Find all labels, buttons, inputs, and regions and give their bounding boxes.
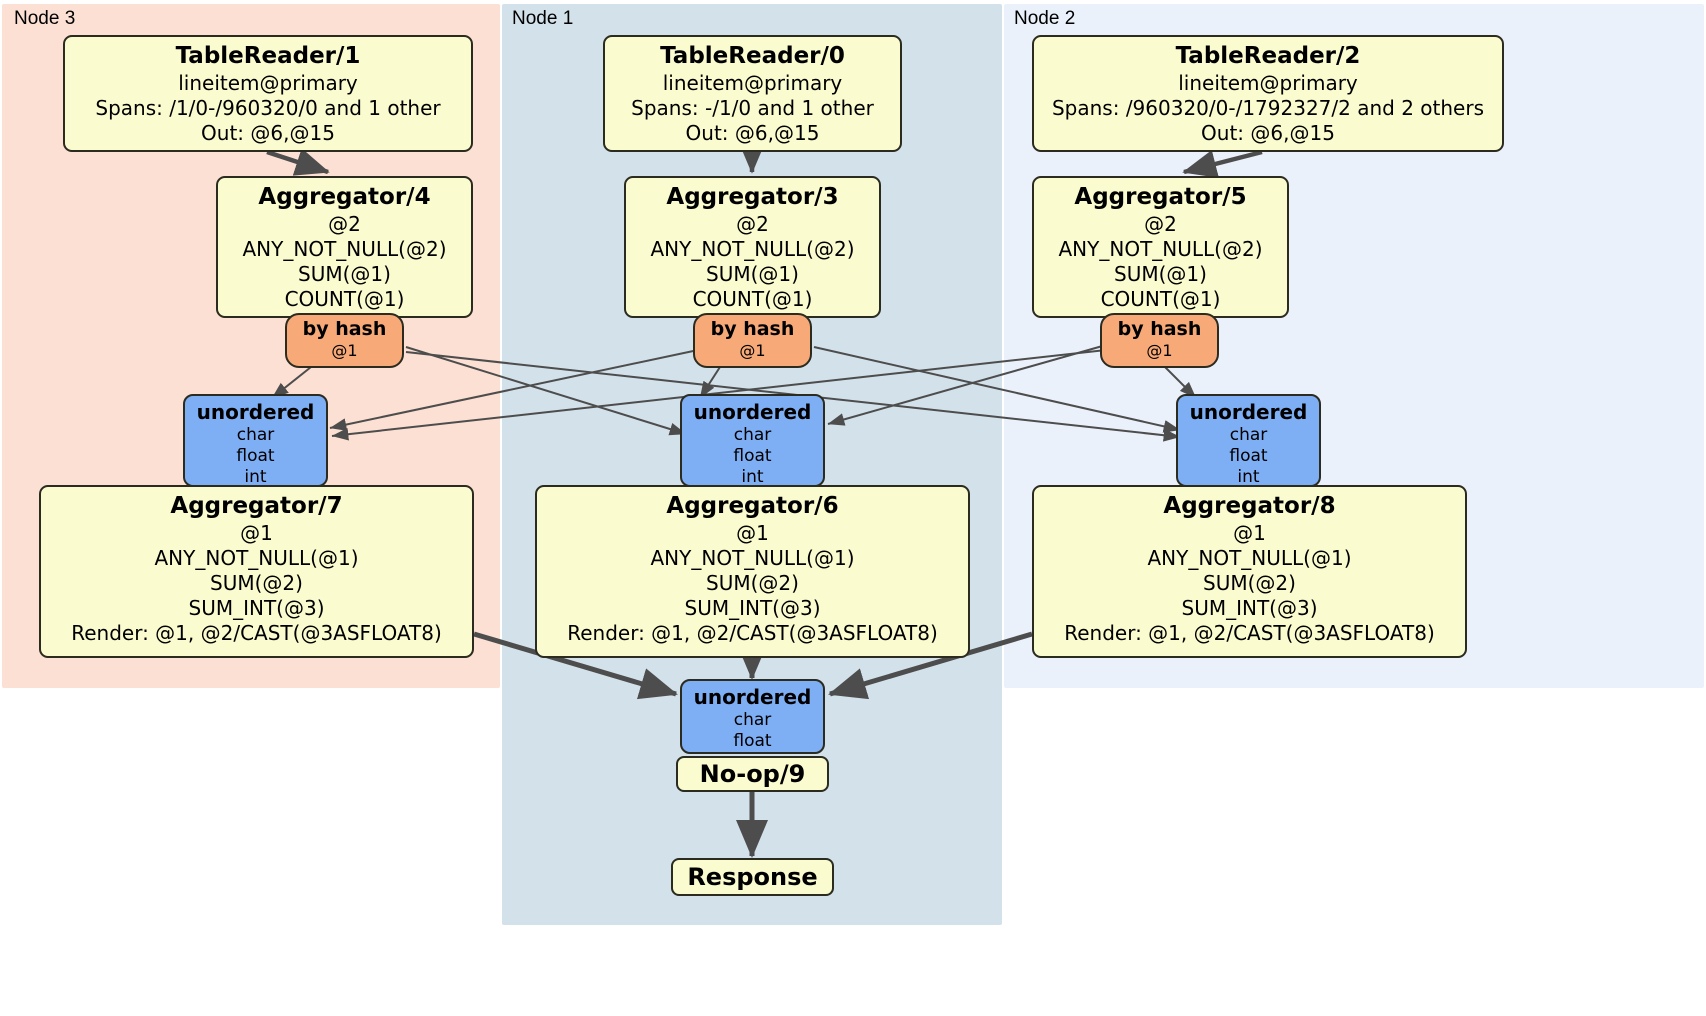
processor-detail-agg1: ANY_NOT_NULL(@1)	[1147, 546, 1352, 570]
processor-detail-groupcol: @2	[328, 212, 361, 236]
processor-detail-table: lineitem@primary	[1178, 71, 1358, 95]
processor-detail-agg2: SUM(@1)	[1114, 262, 1207, 286]
router-column: @1	[331, 341, 358, 360]
synchronizer-type-2: float	[733, 446, 772, 466]
router-column: @1	[739, 341, 766, 360]
processor-aggregator-7[interactable]: Aggregator/7 @1 ANY_NOT_NULL(@1) SUM(@2)…	[39, 485, 474, 658]
synchronizer-type-2: float	[236, 446, 275, 466]
synchronizer-type-1: char	[1229, 425, 1268, 445]
processor-detail-render: Render: @1, @2/CAST(@3ASFLOAT8)	[567, 621, 938, 645]
processor-aggregator-3[interactable]: Aggregator/3 @2 ANY_NOT_NULL(@2) SUM(@1)…	[624, 176, 881, 318]
processor-detail-agg2: SUM(@1)	[706, 262, 799, 286]
synchronizer-title: unordered	[693, 400, 812, 424]
synchronizer-type-3: int	[244, 467, 267, 487]
processor-detail-agg3: SUM_INT(@3)	[1181, 596, 1318, 620]
processor-aggregator-4[interactable]: Aggregator/4 @2 ANY_NOT_NULL(@2) SUM(@1)…	[216, 176, 473, 318]
processor-title: Aggregator/8	[1163, 493, 1336, 519]
processor-detail-spans: Spans: /960320/0-/1792327/2 and 2 others	[1051, 96, 1484, 120]
processor-detail-render: Render: @1, @2/CAST(@3ASFLOAT8)	[71, 621, 442, 645]
node-panel-label-node2: Node 2	[1014, 8, 1076, 29]
processor-response[interactable]: Response	[671, 858, 834, 896]
processor-detail-groupcol: @1	[240, 521, 273, 545]
processor-detail-out: Out: @6,@15	[1201, 121, 1335, 145]
synchronizer-type-1: char	[733, 425, 772, 445]
processor-detail-agg1: ANY_NOT_NULL(@2)	[242, 237, 447, 261]
processor-detail-table: lineitem@primary	[662, 71, 843, 95]
processor-detail-agg1: ANY_NOT_NULL(@2)	[1058, 237, 1263, 261]
processor-detail-agg2: SUM(@1)	[298, 262, 391, 286]
synchronizer-title: unordered	[693, 685, 812, 709]
synchronizer-title: unordered	[196, 400, 315, 424]
processor-detail-agg1: ANY_NOT_NULL(@2)	[650, 237, 855, 261]
synchronizer-type-1: char	[236, 425, 275, 445]
processor-detail-groupcol: @2	[736, 212, 769, 236]
processor-detail-agg3: COUNT(@1)	[1100, 287, 1221, 311]
router-title: by hash	[710, 318, 795, 340]
router-by-hash-node3[interactable]: by hash @1	[285, 313, 404, 368]
processor-aggregator-5[interactable]: Aggregator/5 @2 ANY_NOT_NULL(@2) SUM(@1)…	[1032, 176, 1289, 318]
processor-detail-groupcol: @1	[1233, 521, 1266, 545]
synchronizer-type-3: int	[741, 467, 764, 487]
processor-noop-9[interactable]: No-op/9	[676, 756, 829, 792]
router-title: by hash	[1117, 318, 1202, 340]
processor-title: Aggregator/4	[258, 184, 431, 210]
synchronizer-unordered-final[interactable]: unordered char float	[680, 679, 825, 754]
processor-detail-agg3: SUM_INT(@3)	[188, 596, 325, 620]
processor-detail-spans: Spans: -/1/0 and 1 other	[631, 96, 874, 120]
processor-detail-agg3: SUM_INT(@3)	[684, 596, 821, 620]
processor-detail-out: Out: @6,@15	[201, 121, 335, 145]
processor-detail-groupcol: @2	[1144, 212, 1177, 236]
processor-title: TableReader/2	[1175, 43, 1361, 69]
synchronizer-unordered-node3[interactable]: unordered char float int	[183, 394, 328, 487]
synchronizer-unordered-node1[interactable]: unordered char float int	[680, 394, 825, 487]
processor-title: TableReader/0	[660, 43, 845, 69]
synchronizer-unordered-node2[interactable]: unordered char float int	[1176, 394, 1321, 487]
processor-tablereader-1[interactable]: TableReader/1 lineitem@primary Spans: /1…	[63, 35, 473, 152]
router-title: by hash	[302, 318, 387, 340]
router-by-hash-node2[interactable]: by hash @1	[1100, 313, 1219, 368]
router-by-hash-node1[interactable]: by hash @1	[693, 313, 812, 368]
processor-title: Response	[687, 863, 818, 891]
processor-title: Aggregator/5	[1074, 184, 1247, 210]
processor-title: No-op/9	[699, 760, 806, 788]
processor-detail-agg1: ANY_NOT_NULL(@1)	[650, 546, 855, 570]
processor-detail-agg1: ANY_NOT_NULL(@1)	[154, 546, 359, 570]
synchronizer-type-1: char	[733, 710, 772, 730]
synchronizer-type-3: int	[1237, 467, 1260, 487]
processor-detail-spans: Spans: /1/0-/960320/0 and 1 other	[95, 96, 441, 120]
processor-detail-table: lineitem@primary	[178, 71, 358, 95]
synchronizer-type-2: float	[1229, 446, 1268, 466]
processor-title: Aggregator/7	[170, 493, 343, 519]
router-column: @1	[1146, 341, 1173, 360]
node-panel-label-node3: Node 3	[14, 8, 76, 29]
processor-detail-out: Out: @6,@15	[685, 121, 820, 145]
processor-detail-groupcol: @1	[736, 521, 769, 545]
processor-title: TableReader/1	[175, 43, 361, 69]
processor-detail-render: Render: @1, @2/CAST(@3ASFLOAT8)	[1064, 621, 1435, 645]
processor-aggregator-8[interactable]: Aggregator/8 @1 ANY_NOT_NULL(@1) SUM(@2)…	[1032, 485, 1467, 658]
processor-detail-agg3: COUNT(@1)	[692, 287, 813, 311]
processor-title: Aggregator/3	[666, 184, 839, 210]
processor-aggregator-6[interactable]: Aggregator/6 @1 ANY_NOT_NULL(@1) SUM(@2)…	[535, 485, 970, 658]
processor-detail-agg2: SUM(@2)	[1203, 571, 1296, 595]
processor-tablereader-2[interactable]: TableReader/2 lineitem@primary Spans: /9…	[1032, 35, 1504, 152]
synchronizer-type-2: float	[733, 731, 772, 751]
node-panel-label-node1: Node 1	[512, 8, 574, 29]
processor-detail-agg3: COUNT(@1)	[284, 287, 405, 311]
processor-title: Aggregator/6	[666, 493, 839, 519]
processor-tablereader-0[interactable]: TableReader/0 lineitem@primary Spans: -/…	[603, 35, 902, 152]
processor-detail-agg2: SUM(@2)	[706, 571, 799, 595]
processor-detail-agg2: SUM(@2)	[210, 571, 303, 595]
synchronizer-title: unordered	[1189, 400, 1308, 424]
